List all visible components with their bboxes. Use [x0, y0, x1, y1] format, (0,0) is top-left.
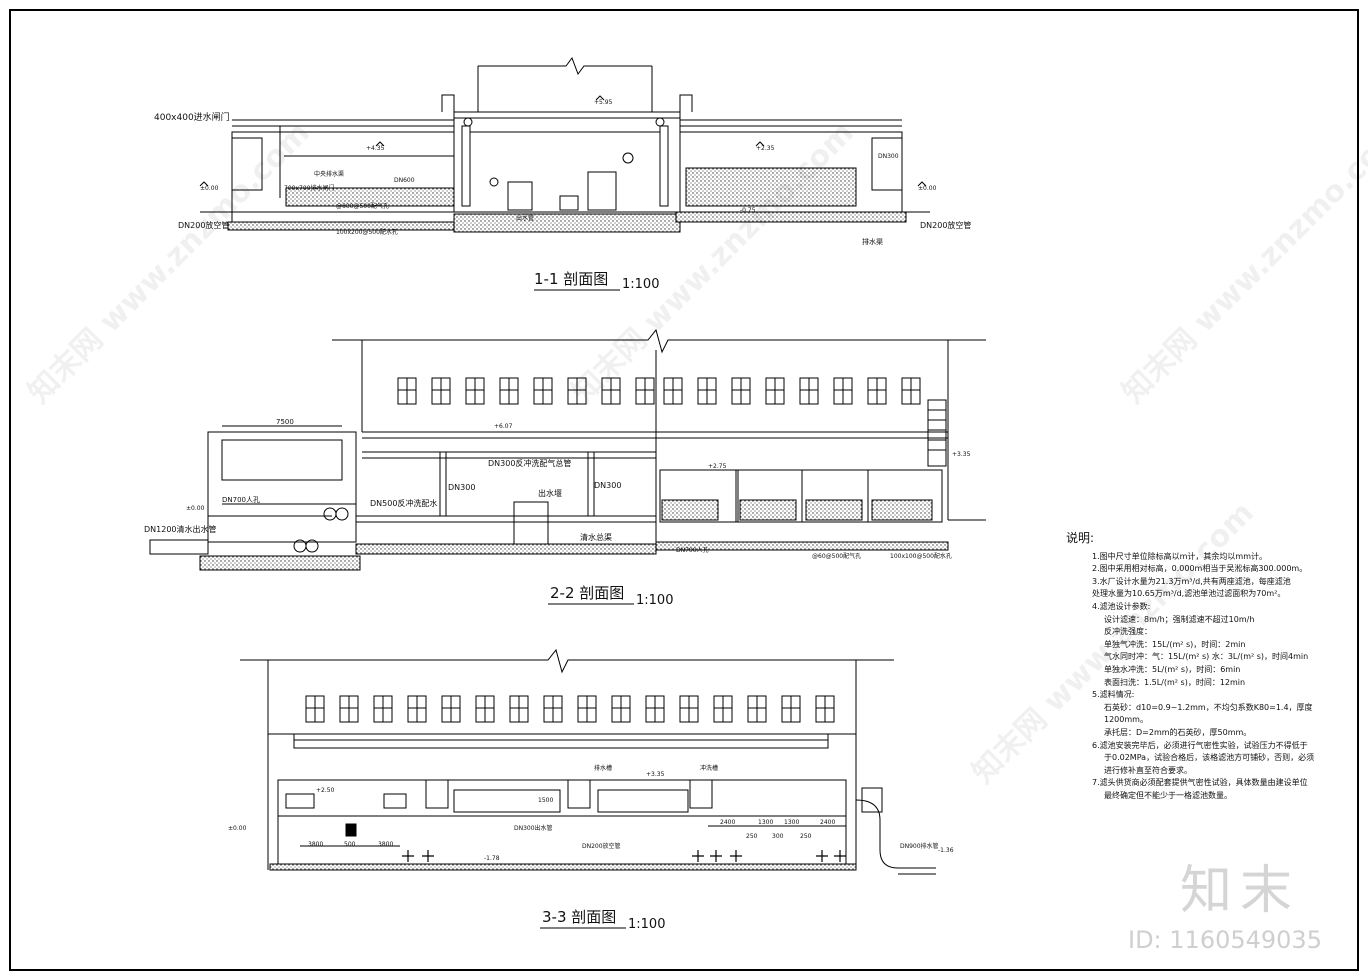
label-dn200-right: DN200放空管 [920, 220, 971, 230]
label-dn600: DN600 [394, 177, 415, 184]
label-dn900: DN900排水管 [900, 842, 939, 850]
elev-s1-left: +4.35 [366, 145, 385, 152]
note-4: 4.滤池设计参数: [1092, 601, 1151, 611]
dim-7500: 7500 [276, 418, 294, 426]
label-air-pipe: DN300反冲洗配气总管 [488, 458, 571, 468]
dim-250a: 250 [746, 833, 758, 840]
dim-1300a: 1300 [758, 819, 773, 826]
label-out-weir: 出水堰 [538, 488, 562, 498]
note-6b: 进行修补直至符合要求。 [1104, 765, 1192, 775]
label-dn1200: DN1200清水出水管 [144, 524, 217, 534]
label-dn200-s3: DN200放空管 [582, 842, 621, 850]
note-5a: 石英砂：d10=0.9~1.2mm，不均匀系数K80=1.4，厚度1200mm。 [1104, 702, 1313, 725]
section-1-1 [199, 56, 930, 233]
label-drain-trough: 排水槽 [594, 764, 612, 772]
dim-250b: 250 [800, 833, 812, 840]
note-7a: 最终确定但不能少于一格滤池数量。 [1104, 790, 1232, 800]
label-gate-700: 700x700排水闸门 [284, 184, 334, 192]
note-4a: 设计滤速：8m/h；强制滤速不超过10m/h [1104, 614, 1255, 624]
image-id: ID: 1160549035 [1128, 926, 1322, 954]
elev-s3-left: +2.50 [316, 787, 335, 794]
elev-s1-bottom: -0.75 [740, 207, 756, 214]
section-3-3-scale: 1:100 [628, 917, 665, 932]
labels-2-2: 7500 DN700人孔 DN1200清水出水管 DN500反冲洗配水 DN30… [144, 418, 971, 608]
elev-s1-top: +5.95 [594, 99, 613, 106]
note-4d: 气水同时冲：气：15L/(m² s) 水：3L/(m² s)，时间4min [1104, 652, 1309, 662]
label-holes-s1: @600@500配气孔 [336, 202, 389, 210]
note-3: 3.水厂设计水量为21.3万m³/d,共有两座滤池，每座滤池 [1092, 576, 1291, 586]
dim-300: 300 [772, 833, 784, 840]
label-dn700-s2a: DN700人孔 [222, 496, 260, 504]
label-inlet-gate: 400x400进水闸门 [154, 111, 230, 123]
note-4e: 单独水冲洗：5L/(m² s)，时间：6min [1104, 664, 1241, 674]
label-dn500: DN500反冲洗配水 [370, 498, 437, 508]
label-slot-s2: 100x100@500配水孔 [890, 552, 952, 560]
section-1-1-scale: 1:100 [622, 277, 659, 292]
labels-3-3: DN300出水管 DN200放空管 DN900排水管 排水槽 冲洗槽 2400 … [228, 764, 954, 932]
label-dn300-s1: DN300 [878, 153, 899, 160]
windows-row-3-3 [305, 695, 835, 723]
elev-s3-right: -1.36 [938, 847, 954, 854]
note-7: 7.滤头供货商必须配套提供气密性试验，具体数量由建设单位 [1092, 778, 1308, 788]
label-dn200-left: DN200放空管 [178, 220, 229, 230]
elev-s1-zero-l: ±0.00 [200, 185, 219, 192]
label-holes-s2: @60@500配气孔 [812, 552, 861, 560]
note-4c: 单独气冲洗：15L/(m² s)，时间：2min [1104, 639, 1246, 649]
elev-s2-right: +3.35 [952, 451, 971, 458]
elev-s2-water: +2.75 [708, 463, 727, 470]
label-dn300-s2b: DN300 [594, 481, 621, 490]
label-dn300-s2a: DN300 [448, 483, 475, 492]
label-drain: 排水渠 [862, 237, 883, 246]
dim-2400b: 2400 [820, 819, 835, 826]
section-2-2-scale: 1:100 [636, 593, 673, 608]
section-2-2 [149, 328, 986, 571]
note-3b: 处理水量为10.65万m³/d,滤池单池过滤面积为70m²。 [1092, 589, 1286, 599]
windows-row-2-2 [397, 377, 921, 405]
note-5b: 承托层：D=2mm的石英砂，厚50mm。 [1104, 727, 1252, 737]
label-wash-trough: 冲洗槽 [700, 764, 718, 772]
elev-s1-zero-r: ±0.00 [918, 185, 937, 192]
design-notes: 说明: 1.图中尺寸单位除标高以m计，其余均以mm计。 2.图中采用相对标高，0… [1066, 532, 1346, 802]
elev-s2-top: +6.07 [494, 423, 513, 430]
label-slot: 100x200@500配水孔 [336, 228, 398, 236]
dim-1500: 1500 [538, 797, 553, 804]
note-4f: 表面扫洗：1.5L/(m² s)，时间：12min [1104, 677, 1246, 687]
section-3-3-title: 3-3 剖面图 [542, 908, 616, 926]
elev-s3-zero: ±0.00 [228, 825, 247, 832]
labels-1-1: 400x400进水闸门 DN200放空管 DN200放空管 700x700排水闸… [154, 99, 971, 292]
note-1: 1.图中尺寸单位除标高以m计，其余均以mm计。 [1092, 551, 1268, 561]
note-6: 6.滤池安装完毕后，必须进行气密性实验，试验压力不得低于 [1092, 740, 1308, 750]
brand-logo: 知末 [1180, 861, 1301, 921]
dim-3800a: 3800 [308, 841, 323, 848]
dim-2400a: 2400 [720, 819, 735, 826]
label-channel: 中央排水渠 [314, 170, 344, 178]
label-out-s1: 出水管 [516, 214, 534, 222]
note-2: 2.图中采用相对标高，0.000m相当于吴淞标高300.000m。 [1092, 564, 1308, 574]
drawing-frame [9, 9, 1359, 971]
elev-s1-right: +2.35 [756, 145, 775, 152]
note-6a: 于0.02MPa，试验合格后，该格滤池方可铺砂，否则，必须 [1104, 753, 1315, 763]
dim-500: 500 [344, 841, 356, 848]
label-dn700-s2b: DN700人孔 [676, 546, 709, 554]
elev-s3-bottom: -1.78 [484, 855, 500, 862]
note-4b: 反冲洗强度： [1104, 627, 1152, 637]
notes-heading: 说明: [1066, 531, 1095, 545]
dim-1300b: 1300 [784, 819, 799, 826]
section-2-2-title: 2-2 剖面图 [550, 584, 624, 602]
note-5: 5.滤料情况: [1092, 690, 1135, 700]
section-1-1-title: 1-1 剖面图 [534, 270, 608, 288]
label-clear-channel: 清水总渠 [580, 532, 612, 542]
label-dn300-out-s3: DN300出水管 [514, 824, 553, 832]
elev-s2-zero: ±0.00 [186, 505, 205, 512]
dim-3800b: 3800 [378, 841, 393, 848]
elev-s3-mid: +3.35 [646, 771, 665, 778]
section-3-3 [240, 648, 936, 875]
